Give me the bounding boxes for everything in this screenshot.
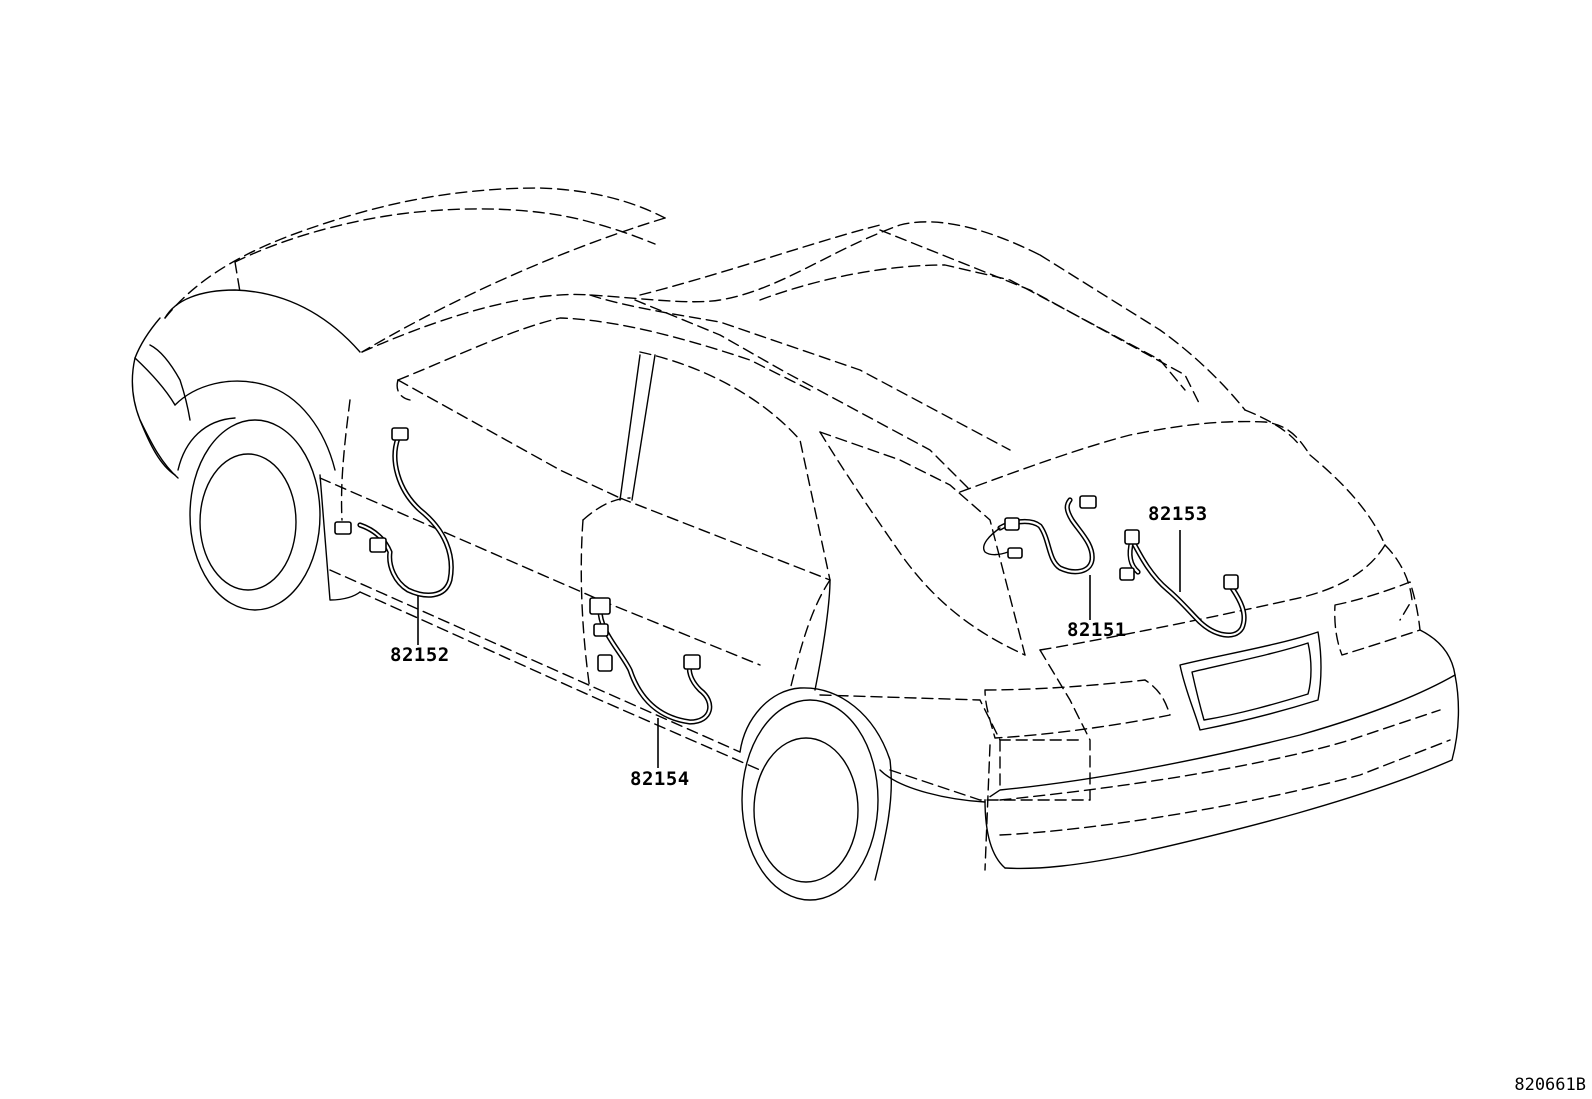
part-number-label: 82154	[630, 768, 690, 790]
car-body-outline	[131, 187, 1460, 881]
part-number-label: 82152	[390, 644, 450, 666]
harness-82153	[1119, 529, 1247, 638]
part-number-label: 82153	[1148, 503, 1208, 525]
harness-82152	[334, 427, 454, 645]
front-wheel	[177, 417, 321, 611]
figure-code: 820661B	[1514, 1075, 1586, 1095]
harness-82154	[589, 597, 713, 768]
rear-wheel	[741, 699, 879, 901]
part-number-label: 82151	[1067, 619, 1127, 641]
harness-82151	[983, 495, 1097, 620]
